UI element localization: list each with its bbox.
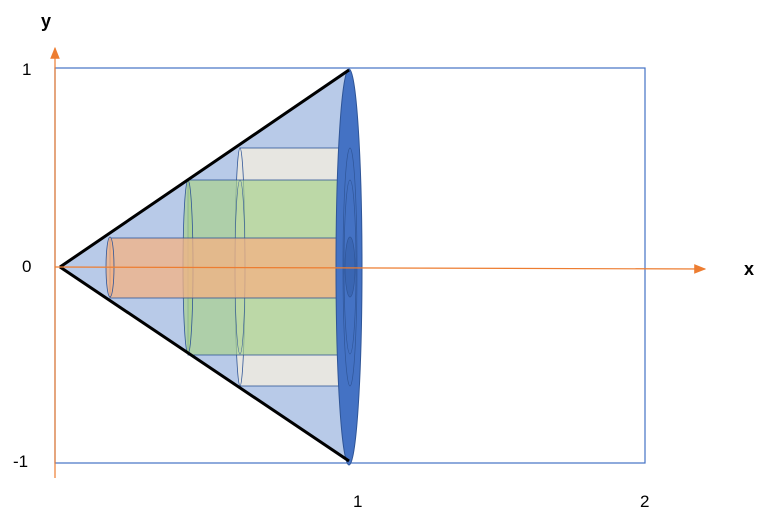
x-tick-1: 1 [353, 492, 362, 511]
x-tick-2: 2 [640, 492, 649, 511]
y-tick-top: 1 [22, 60, 31, 79]
y-tick-mid: 0 [22, 257, 31, 276]
y-axis-label: y [41, 11, 51, 31]
y-tick-bottom: -1 [13, 452, 28, 471]
disc-inner-ring [342, 147, 358, 387]
cone-edge-top [59, 68, 350, 269]
disc-inner-ring-3 [344, 236, 356, 298]
x-axis-label: x [744, 259, 754, 279]
disc-inner-ring-2 [343, 179, 357, 355]
x-axis-arrow [54, 264, 707, 274]
cone-edge-bottom [59, 265, 350, 463]
